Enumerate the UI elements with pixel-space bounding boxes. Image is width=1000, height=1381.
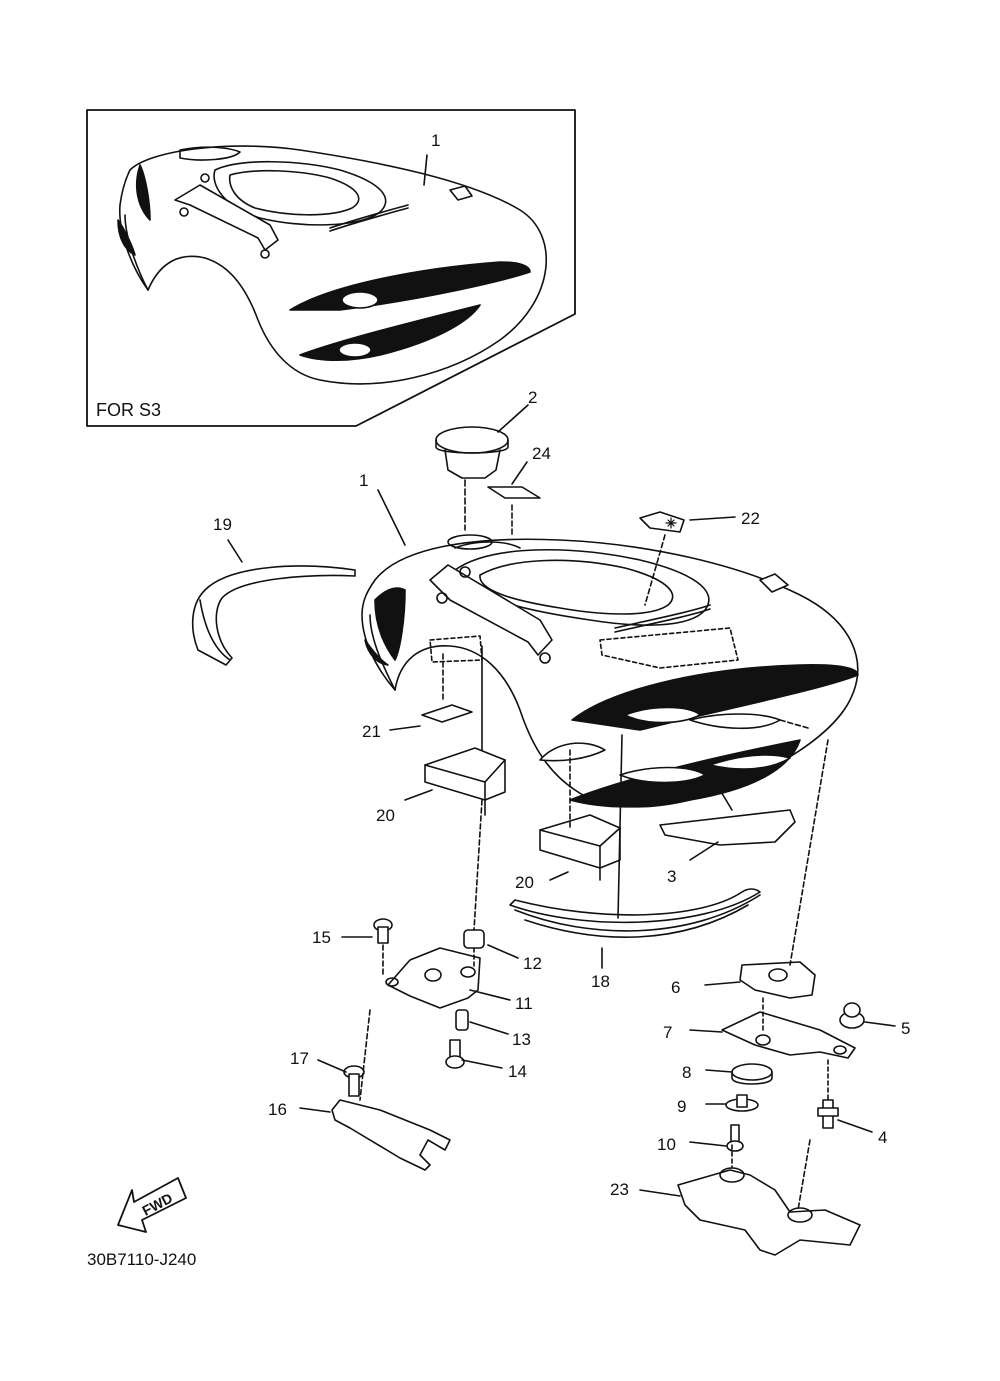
pad-part-20-left <box>404 747 506 816</box>
decal-part-3 <box>659 789 796 861</box>
callout-7: 7 <box>663 1023 673 1042</box>
stud-part-4 <box>797 1059 873 1211</box>
decal-part-22 <box>639 511 736 606</box>
forward-direction-arrow-icon: FWD <box>117 1177 187 1233</box>
nut-part-5 <box>839 1002 896 1029</box>
bolt-part-15 <box>341 918 393 976</box>
callout-16: 16 <box>268 1100 287 1119</box>
callout-23: 23 <box>610 1180 629 1199</box>
callout-20-right: 20 <box>515 873 534 892</box>
callout-12: 12 <box>523 954 542 973</box>
collar-part-13 <box>455 1009 509 1035</box>
callout-2: 2 <box>528 388 538 407</box>
inset-fuel-tank <box>117 145 548 385</box>
callout-4: 4 <box>878 1128 888 1147</box>
diagram-code: 30B7110-J240 <box>87 1250 197 1269</box>
callout-15: 15 <box>312 928 331 947</box>
inset-caption: FOR S3 <box>96 400 162 420</box>
callout-20-left: 20 <box>376 806 395 825</box>
callout-6: 6 <box>671 978 681 997</box>
callout-21: 21 <box>362 722 381 741</box>
bolt-part-10 <box>689 1124 744 1152</box>
bracket-part-6 <box>704 719 829 999</box>
callout-14: 14 <box>508 1062 527 1081</box>
inset-frame <box>86 109 576 427</box>
callout-8: 8 <box>682 1063 692 1082</box>
fuel-cap-part <box>435 404 529 531</box>
callout-11: 11 <box>515 994 533 1013</box>
bracket-part-23 <box>639 1144 861 1256</box>
callout-24: 24 <box>532 444 551 463</box>
callout-17: 17 <box>290 1049 309 1068</box>
callout-10: 10 <box>657 1135 676 1154</box>
grommet-part-12 <box>463 799 519 969</box>
bracket-part-7 <box>689 997 856 1059</box>
bolt-part-14 <box>445 1039 503 1069</box>
callout-9: 9 <box>677 1097 687 1116</box>
bolt-part-17 <box>317 1059 365 1097</box>
callout-5: 5 <box>901 1019 911 1038</box>
rubber-strip-part-19 <box>191 539 356 666</box>
pad-part-20-right <box>539 749 621 881</box>
grommet-part-8 <box>705 1063 773 1085</box>
rubber-strip-part-18 <box>509 734 761 969</box>
bracket-part-16 <box>299 1009 451 1171</box>
callout-1: 1 <box>359 471 369 490</box>
callout-19: 19 <box>213 515 232 534</box>
main-fuel-tank <box>361 489 859 808</box>
callout-18: 18 <box>591 972 610 991</box>
callout-inset-1: 1 <box>431 131 441 150</box>
callout-22: 22 <box>741 509 760 528</box>
callout-3: 3 <box>667 867 677 886</box>
collar-part-9 <box>705 1094 759 1112</box>
bracket-part-11 <box>385 947 511 1009</box>
label-part-24 <box>487 461 541 538</box>
callout-13: 13 <box>512 1030 531 1049</box>
